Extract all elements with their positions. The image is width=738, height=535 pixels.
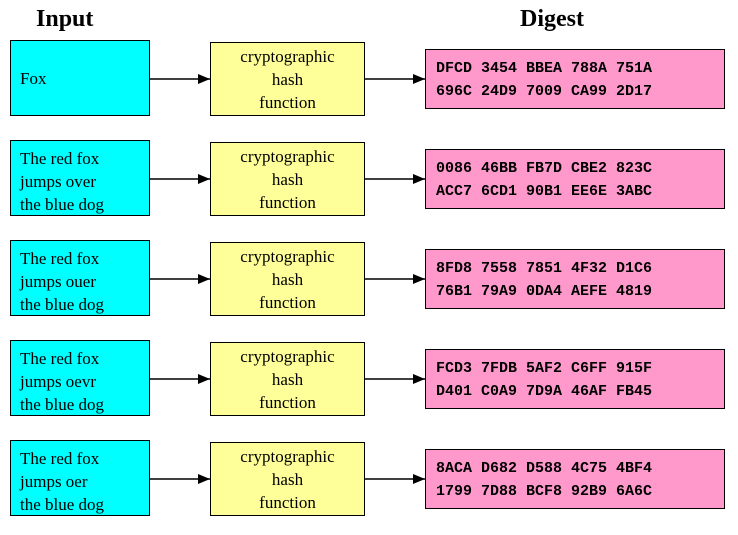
digest-text-line: 0086 46BB FB7D CBE2 823C xyxy=(436,160,653,177)
digest-box: 8ACA D682 D588 4C75 4BF4 1799 7D88 BCF8 9… xyxy=(425,449,725,509)
input-column-header: Input xyxy=(36,6,94,32)
hash-function-label: hash xyxy=(271,69,304,89)
hash-function-label: function xyxy=(259,92,316,112)
digest-text-line: ACC7 6CD1 90B1 EE6E 3ABC xyxy=(436,183,653,200)
digest-text-line: 1799 7D88 BCF8 92B9 6A6C xyxy=(436,483,653,500)
hash-row: Fox cryptographic hash function DFCD 3454 BB… xyxy=(0,40,738,120)
hash-row: The red fox jumps oer the blue dog cryptogr… xyxy=(0,440,738,520)
digest-text-line: 8FD8 7558 7851 4F32 D1C6 xyxy=(436,260,653,277)
hash-function-label: cryptographic xyxy=(240,346,335,366)
hash-function-box: cryptographic hash function xyxy=(210,442,365,516)
digest-text-line: D401 C0A9 7D9A 46AF FB45 xyxy=(436,383,653,400)
hash-function-label: cryptographic xyxy=(240,446,335,466)
digest-column-header: Digest xyxy=(520,6,584,32)
hash-function-label: cryptographic xyxy=(240,46,335,66)
hash-function-box: cryptographic hash function xyxy=(210,142,365,216)
input-text-line: jumps oer xyxy=(20,472,88,491)
hash-function-label: hash xyxy=(271,369,304,389)
hash-function-box: cryptographic hash function xyxy=(210,42,365,116)
input-text-line: jumps over xyxy=(20,172,97,191)
input-box: The red fox jumps oevr the blue dog xyxy=(10,340,150,416)
hash-function-box: cryptographic hash function xyxy=(210,242,365,316)
input-text-line: the blue dog xyxy=(20,295,105,314)
input-text-line: the blue dog xyxy=(20,195,105,214)
input-text-line: Fox xyxy=(20,68,47,88)
hash-row: The red fox jumps oevr the blue dog cryptog… xyxy=(0,340,738,420)
hash-function-label: cryptographic xyxy=(240,246,335,266)
digest-box: 0086 46BB FB7D CBE2 823C ACC7 6CD1 90B1 E… xyxy=(425,149,725,209)
digest-text-line: FCD3 7FDB 5AF2 C6FF 915F xyxy=(436,360,653,377)
input-box: The red fox jumps oer the blue dog xyxy=(10,440,150,516)
digest-box: 8FD8 7558 7851 4F32 D1C6 76B1 79A9 0DA4 A… xyxy=(425,249,725,309)
digest-text-line: 696C 24D9 7009 CA99 2D17 xyxy=(436,83,653,100)
digest-box: DFCD 3454 BBEA 788A 751A 696C 24D9 7009 C… xyxy=(425,49,725,109)
hash-function-label: function xyxy=(259,392,316,412)
hash-function-label: hash xyxy=(271,469,304,489)
input-text-line: the blue dog xyxy=(20,395,105,414)
input-box: Fox xyxy=(10,40,150,116)
hash-function-box: cryptographic hash function xyxy=(210,342,365,416)
digest-text-line: 8ACA D682 D588 4C75 4BF4 xyxy=(436,460,653,477)
input-text-line: jumps oevr xyxy=(20,372,97,391)
hash-row: The red fox jumps over the blue dog cryptog… xyxy=(0,140,738,220)
input-box: The red fox jumps ouer the blue dog xyxy=(10,240,150,316)
hash-function-label: function xyxy=(259,192,316,212)
hash-function-label: function xyxy=(259,292,316,312)
digest-text-line: DFCD 3454 BBEA 788A 751A xyxy=(436,60,653,77)
input-text-line: The red fox xyxy=(20,349,100,368)
digest-text-line: 76B1 79A9 0DA4 AEFE 4819 xyxy=(436,283,653,300)
input-text-line: jumps ouer xyxy=(20,272,97,291)
input-text-line: the blue dog xyxy=(20,495,105,514)
hash-function-label: hash xyxy=(271,269,304,289)
input-text-line: The red fox xyxy=(20,249,100,268)
hash-row: The red fox jumps ouer the blue dog cryptog… xyxy=(0,240,738,320)
hash-function-label: function xyxy=(259,492,316,512)
hash-function-label: cryptographic xyxy=(240,146,335,166)
digest-box: FCD3 7FDB 5AF2 C6FF 915F D401 C0A9 7D9A 4… xyxy=(425,349,725,409)
input-text-line: The red fox xyxy=(20,149,100,168)
input-box: The red fox jumps over the blue dog xyxy=(10,140,150,216)
hash-function-label: hash xyxy=(271,169,304,189)
input-text-line: The red fox xyxy=(20,449,100,468)
